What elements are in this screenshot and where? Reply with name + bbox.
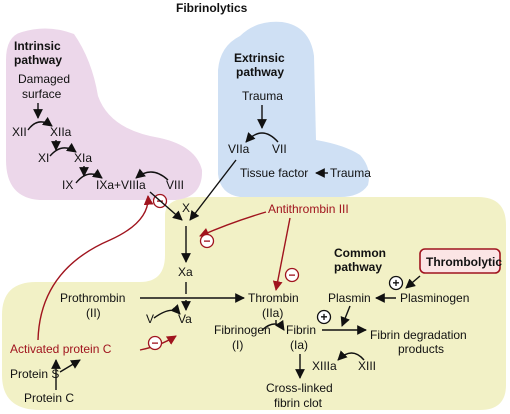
antithrombin-label: Antithrombin III	[268, 202, 349, 216]
inhibit-sign-antithrombin-thrombin: −	[288, 268, 295, 282]
factor-x: X	[182, 201, 190, 215]
factor-va: Va	[178, 312, 192, 326]
factor-viia: VIIa	[228, 142, 250, 156]
arrow-v-to-va	[153, 304, 181, 319]
plasminogen-label: Plasminogen	[400, 291, 469, 305]
tissue-factor-label: Tissue factor	[240, 166, 308, 180]
promote-sign-thrombolytic: +	[392, 276, 399, 290]
arrow-apc-to-viiia	[37, 195, 154, 341]
factor-ixa-viiia: IXa+VIIIa	[96, 178, 146, 192]
inhibit-symbol-antithrombin-x	[199, 233, 215, 249]
protein-s-label: Protein S	[10, 367, 59, 381]
arrow-ix-to-ixa	[75, 168, 103, 184]
thrombin-label-2: (IIa)	[262, 306, 283, 320]
factor-xiii: XIII	[358, 359, 376, 373]
arrow-xi-to-xia	[49, 142, 77, 157]
crosslinked-label-2: fibrin clot	[274, 396, 323, 410]
arrow-xiii-to-xiiia	[337, 350, 365, 361]
factor-v: V	[146, 312, 154, 326]
promote-symbol-thrombolytic	[388, 275, 404, 291]
arrow-fibrinogen-to-fibrin	[261, 319, 285, 331]
fdp-label: Fibrin degradation	[370, 328, 467, 342]
arrow-thrombolytic-to-plasminogen	[405, 275, 421, 289]
arrow-protein-s-cofactor	[59, 359, 81, 373]
inhibit-symbol-antithrombin-thrombin	[284, 267, 300, 283]
thrombolytic-label: Thrombolytic	[426, 255, 502, 269]
arrow-viii-to-viiia	[135, 168, 169, 181]
damaged-surface-label-2: surface	[22, 87, 62, 101]
fibrin-label: Fibrin	[286, 323, 316, 337]
activated-protein-c-label: Activated protein C	[10, 342, 112, 356]
factor-xi: XI	[38, 151, 49, 165]
intrinsic-heading: Intrinsic	[14, 39, 61, 53]
factor-xiiia: XIIIa	[312, 359, 337, 373]
arrow-antithrombin-to-thrombin	[272, 217, 291, 291]
common-pathway-region	[2, 197, 506, 410]
thrombin-label: Thrombin	[248, 291, 299, 305]
inhibit-sign-antithrombin-x: −	[203, 234, 210, 248]
damaged-surface-label: Damaged	[18, 72, 70, 86]
arrow-vii-to-viia	[245, 132, 279, 143]
extrinsic-heading: Extrinsic	[234, 51, 285, 65]
protein-c-label: Protein C	[24, 391, 74, 405]
factor-xiia: XIIa	[50, 125, 72, 139]
factor-xii: XII	[12, 125, 27, 139]
prothrombin-label: Prothrombin	[60, 291, 125, 305]
common-heading-2: pathway	[334, 260, 382, 274]
arrow-xii-to-xiia	[27, 116, 53, 131]
promote-sign-plasmin: +	[320, 310, 327, 324]
common-heading: Common	[334, 246, 386, 260]
inhibit-sign-apc-va: −	[151, 336, 158, 350]
factor-vii: VII	[272, 142, 287, 156]
fdp-label-2: products	[398, 342, 444, 356]
factor-xia: XIa	[74, 151, 92, 165]
factor-viii: VIII	[166, 178, 184, 192]
arrow-plasmin-to-degradation	[340, 305, 351, 327]
extrinsic-heading-2: pathway	[236, 65, 284, 79]
intrinsic-heading-2: pathway	[14, 53, 62, 67]
thrombolytic-box	[419, 248, 501, 274]
trauma-right: Trauma	[330, 166, 371, 180]
extrinsic-pathway-region	[218, 21, 369, 198]
inhibit-symbol-apc-va	[147, 335, 163, 351]
diagram-title: Fibrinolytics	[176, 1, 248, 15]
prothrombin-label-2: (II)	[86, 306, 101, 320]
arrow-viia-to-x	[189, 159, 237, 221]
arrow-antithrombin-to-x	[199, 211, 267, 237]
fibrinogen-label: Fibrinogen	[214, 323, 271, 337]
fibrin-label-2: (Ia)	[290, 338, 308, 352]
plasmin-label: Plasmin	[328, 291, 371, 305]
trauma-top: Trauma	[242, 89, 283, 103]
arrow-ixa-to-x	[149, 191, 183, 221]
intrinsic-pathway-region	[6, 28, 203, 201]
factor-ix: IX	[62, 178, 73, 192]
promote-symbol-plasmin	[316, 309, 332, 325]
crosslinked-label: Cross-linked	[266, 381, 333, 395]
fibrinogen-label-2: (I)	[232, 338, 243, 352]
factor-xa: Xa	[178, 265, 193, 279]
